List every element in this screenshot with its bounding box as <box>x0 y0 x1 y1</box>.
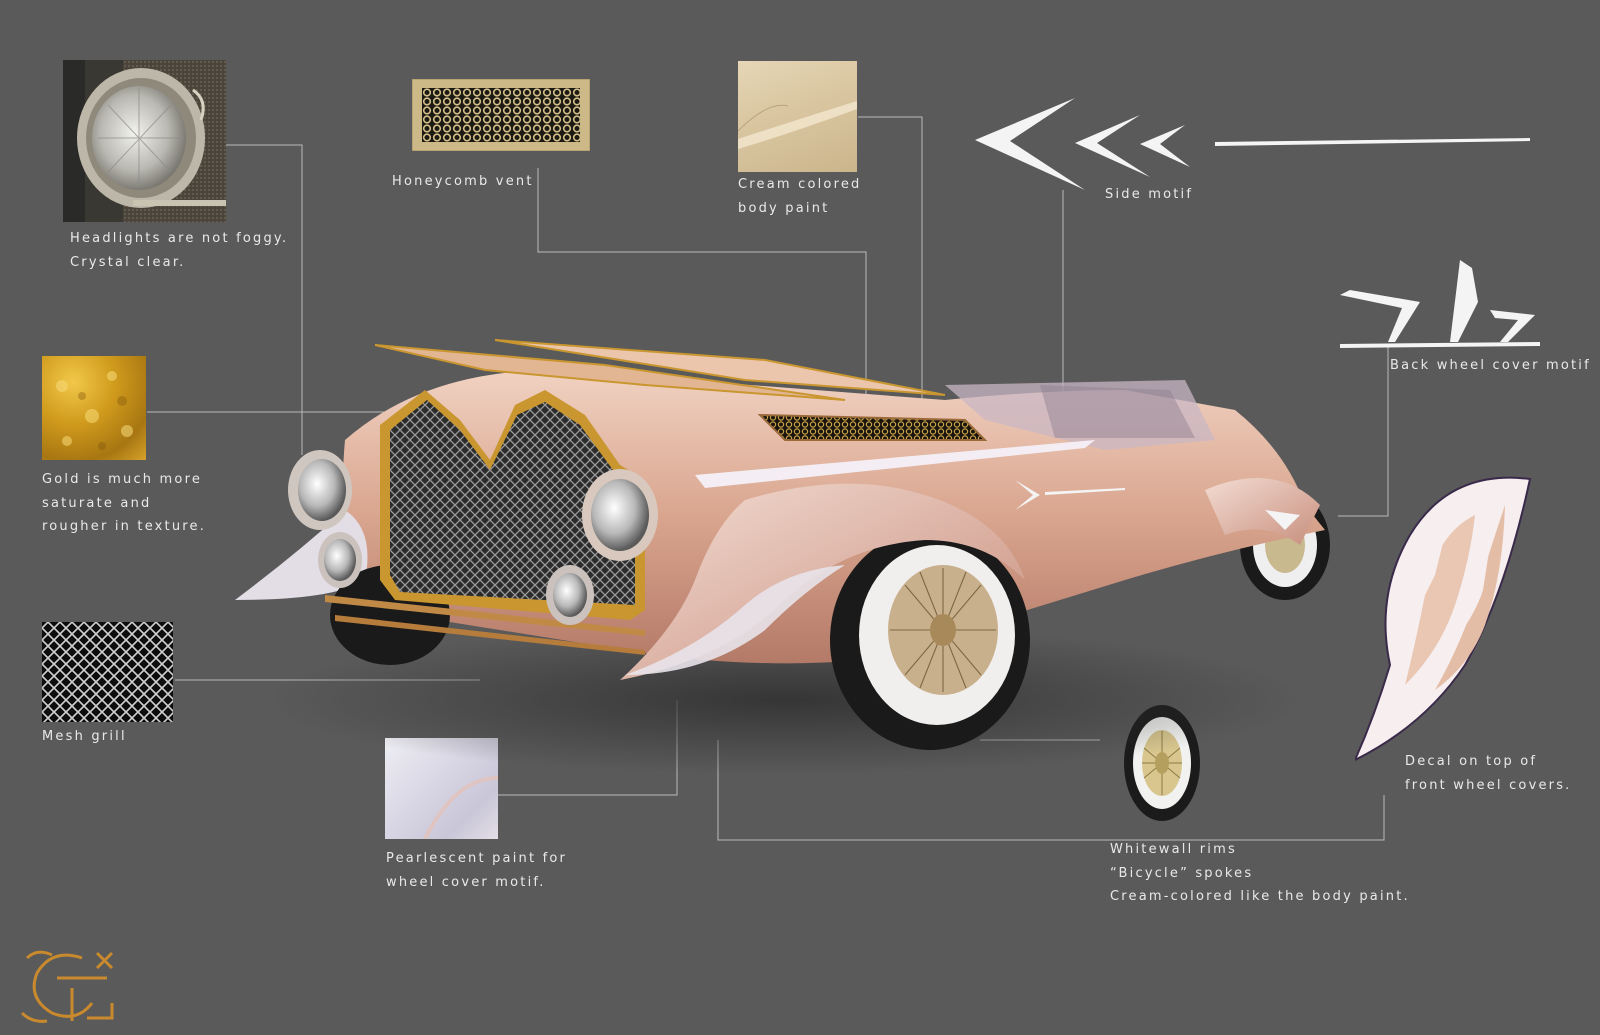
label-headlights-line1: Headlights are not foggy. <box>70 231 289 246</box>
label-whitewall-line3: Cream-colored like the body paint. <box>1110 889 1410 904</box>
leader-line-headlights <box>225 144 303 455</box>
side-motif-arrows-icon <box>975 98 1530 190</box>
label-mesh-grill-line1: Mesh grill <box>42 729 127 744</box>
car-illustration <box>235 339 1330 775</box>
label-back-wheel-motif-line1: Back wheel cover motif <box>1390 358 1591 373</box>
leader-line-back-motif <box>1338 347 1389 517</box>
leader-line-decal <box>717 740 1385 841</box>
label-pearlescent: Pearlescent paint for wheel cover motif. <box>386 847 567 894</box>
label-decal-line1: Decal on top of <box>1405 754 1538 769</box>
label-whitewall: Whitewall rims “Bicycle” spokes Cream-co… <box>1110 838 1410 909</box>
leader-line-honeycomb <box>537 168 867 420</box>
label-honeycomb: Honeycomb vent <box>392 170 534 194</box>
cream-paint-swatch-icon <box>738 61 857 172</box>
label-cream-paint-line2: body paint <box>738 200 830 216</box>
label-whitewall-line1: Whitewall rims <box>1110 842 1237 857</box>
label-honeycomb-line1: Honeycomb vent <box>392 174 534 189</box>
label-pearlescent-line2: wheel cover motif. <box>386 874 546 890</box>
label-side-motif-line1: Side motif <box>1105 187 1194 202</box>
gold-texture-swatch-icon <box>42 356 146 460</box>
label-gold-line2: saturate and <box>42 495 152 511</box>
label-gold-line3: rougher in texture. <box>42 519 207 534</box>
label-cream-paint-line1: Cream colored <box>738 177 862 192</box>
label-headlights: Headlights are not foggy. Crystal clear. <box>70 227 288 274</box>
label-gold-line1: Gold is much more <box>42 472 203 487</box>
headlight-photo-icon <box>63 60 226 222</box>
flame-decal-icon <box>1355 476 1532 762</box>
label-back-wheel-motif: Back wheel cover motif <box>1390 354 1591 378</box>
label-whitewall-line2: “Bicycle” spokes <box>1110 865 1254 881</box>
monogram-logo-icon <box>20 950 114 1023</box>
label-mesh-grill: Mesh grill <box>42 725 127 749</box>
honeycomb-vent-icon <box>412 79 590 151</box>
label-decal: Decal on top of front wheel covers. <box>1405 750 1572 797</box>
label-gold: Gold is much more saturate and rougher i… <box>42 468 206 539</box>
label-cream-paint: Cream colored body paint <box>738 173 861 220</box>
back-wheel-motif-icon <box>1340 260 1540 348</box>
label-headlights-line2: Crystal clear. <box>70 254 186 270</box>
label-pearlescent-line1: Pearlescent paint for <box>386 851 568 866</box>
car-headlamps <box>288 450 658 625</box>
leader-line-cream <box>858 116 923 400</box>
label-side-motif: Side motif <box>1105 183 1193 207</box>
mesh-grill-swatch-icon <box>42 622 173 722</box>
label-decal-line2: front wheel covers. <box>1405 777 1572 793</box>
